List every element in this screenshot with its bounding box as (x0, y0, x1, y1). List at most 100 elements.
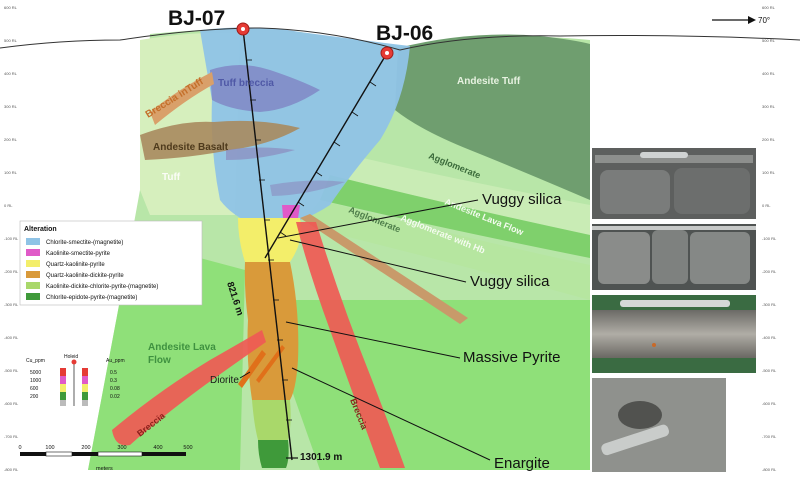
rl-label-left: -300 RL (4, 302, 19, 307)
core-photo-2 (592, 224, 756, 290)
legend-label: Quartz-kaolinite-dickite-pyrite (46, 273, 124, 279)
rl-label-right: -400 RL (762, 335, 777, 340)
agglomerate-band-1 (330, 150, 590, 235)
scale-seg-5 (142, 452, 186, 456)
massive-pyrite-callout: Massive Pyrite (463, 349, 561, 366)
scale-seg-4 (97, 451, 143, 457)
core-photo-4-bg (592, 378, 726, 472)
rl-label-left: 0 RL (4, 203, 13, 208)
holeid-collar-icon (71, 359, 77, 365)
kaolinite-dickite-chlorite-zone (252, 400, 291, 440)
scale-tick-label: 0 (18, 445, 21, 451)
vuggy-silica-callout-2: Vuggy silica (470, 273, 550, 290)
core-photo-3-pen-icon (620, 300, 730, 307)
core-photo-2-piece-c (690, 232, 750, 284)
andesite-lava-flow-label-left-1: Andesite Lava (148, 342, 216, 353)
rl-label-left: -500 RL (4, 368, 19, 373)
vuggy-silica-callout-1: Vuggy silica (482, 191, 562, 208)
legend-label: Chlorite-epidote-pyrite-(magnetite) (46, 295, 137, 301)
rl-label-left: 300 RL (4, 104, 18, 109)
core-photo-2-piece-a (598, 232, 650, 284)
au-value: 0.5 (110, 370, 117, 376)
core-photo-1-piece-a (600, 170, 670, 214)
rl-label-right: 100 RL (762, 170, 776, 175)
core-photo-2-tray (592, 226, 756, 230)
diorite-dike-1 (238, 350, 266, 388)
streak-2 (270, 180, 345, 196)
rl-label-right: -100 RL (762, 236, 777, 241)
legend-swatch (26, 249, 40, 256)
legend-swatch (26, 271, 40, 278)
cu-swatch-4 (60, 392, 66, 400)
au-title: Au_ppm (106, 358, 125, 364)
core-photo-3 (592, 295, 756, 373)
legend-swatch (26, 238, 40, 245)
scale-tick-label: 100 (45, 445, 54, 451)
core-photo-4 (592, 378, 726, 472)
bj07-ticks (246, 59, 292, 421)
orientation-label: 70° (758, 16, 770, 25)
scale-tick-label: 200 (81, 445, 90, 451)
rl-label-left: 600 RL (4, 5, 18, 10)
rl-label-right: -500 RL (762, 368, 777, 373)
legend-label: Kaolinite-dickite-chlorite-pyrite-(magne… (46, 284, 158, 290)
andesite-basalt-zone (140, 120, 300, 160)
core-photo-1-pen-icon (640, 152, 688, 158)
rl-label-left: -400 RL (4, 335, 19, 340)
rl-label-right: -800 RL (762, 467, 777, 472)
rl-label-left: -100 RL (4, 236, 19, 241)
chlorite-epidote-zone (258, 440, 289, 468)
tuff-label: Tuff (162, 172, 181, 183)
cu-title: Cu_ppm (26, 358, 45, 364)
callout-leaders (239, 199, 491, 461)
rl-label-right: -600 RL (762, 401, 777, 406)
quartz-kaolinite-dickite-zone (244, 262, 299, 400)
rl-label-right: 400 RL (762, 71, 776, 76)
rl-label-right: 600 RL (762, 5, 776, 10)
legend-items: Chlorite-smectite-(magnetite)Kaolinite-s… (26, 238, 158, 301)
rl-label-left: -700 RL (4, 434, 19, 439)
core-photo-4-enargite-patch (618, 401, 662, 429)
rl-label-right: 500 RL (762, 38, 776, 43)
alteration-legend: Alteration Chlorite-smectite-(magnetite)… (19, 220, 203, 306)
au-swatches (82, 368, 88, 406)
quartz-kaolinite-zone (238, 218, 302, 262)
rl-label-right: -200 RL (762, 269, 777, 274)
scale-seg-3 (72, 452, 98, 456)
bj07-collar-center (241, 27, 245, 31)
holeid-title: Holeid (64, 354, 78, 360)
enargite-callout: Enargite (494, 455, 550, 472)
cu-swatch-3 (60, 384, 66, 392)
diorite-dike-2 (256, 345, 285, 383)
agglomerate-band-2 (300, 200, 590, 300)
rl-label-right: 0 RL (762, 203, 771, 208)
bj07-depth-label: 1301.9 m (300, 452, 342, 463)
scale-unit: meters (96, 466, 113, 472)
core-photo-1-tray (595, 155, 753, 163)
au-value: 0.3 (110, 378, 117, 384)
core-photo-3-core (592, 310, 756, 358)
legend-swatch (26, 282, 40, 289)
au-swatch-1 (82, 368, 88, 376)
andesite-basalt-label: Andesite Basalt (153, 142, 229, 153)
rl-label-left: -200 RL (4, 269, 19, 274)
au-value: 0.02 (110, 394, 120, 400)
bj06-ticks (279, 81, 377, 237)
cu-swatch-1 (60, 368, 66, 376)
andesite-lava-flow-band (320, 175, 590, 258)
tuff-breccia-zone (210, 65, 320, 112)
breccia-left-body (112, 330, 266, 446)
cu-value: 5000 (30, 370, 41, 376)
rl-label-left: 500 RL (4, 38, 18, 43)
rl-label-left: 200 RL (4, 137, 18, 142)
rl-label-right: -300 RL (762, 302, 777, 307)
tuff-breccia-label: Tuff breccia (218, 78, 274, 89)
breccia-in-tuff-band (150, 72, 214, 125)
rl-label-left: -600 RL (4, 401, 19, 406)
